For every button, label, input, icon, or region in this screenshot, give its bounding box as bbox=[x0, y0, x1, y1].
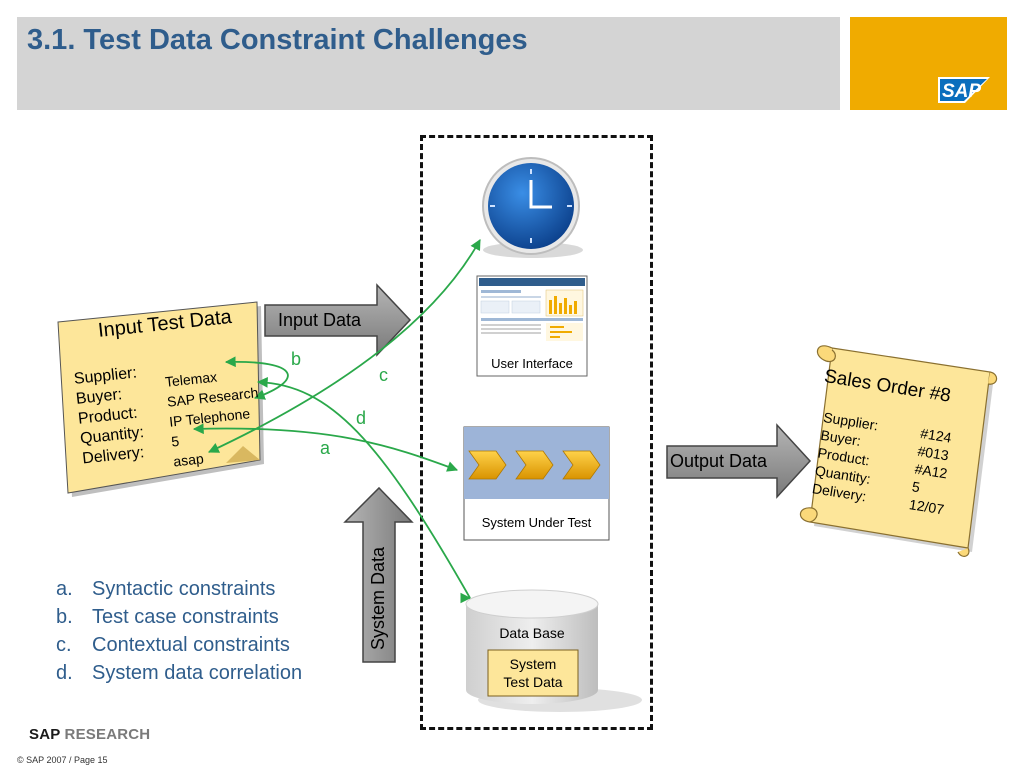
constraint-label-d: d bbox=[356, 408, 367, 428]
system-data-arrow bbox=[343, 486, 414, 663]
sap-logo: SAP bbox=[850, 17, 1007, 110]
constraint-connectors bbox=[192, 239, 481, 604]
legend-text: Contextual constraints bbox=[92, 634, 290, 656]
system-data-label: System Data bbox=[368, 546, 388, 650]
user-interface-label: User Interface bbox=[491, 356, 573, 371]
constraint-label-a: a bbox=[320, 438, 331, 458]
legend-key: a. bbox=[56, 578, 73, 600]
output-data-arrow bbox=[666, 423, 812, 499]
slide-title: 3.1. Test Data Constraint Challenges bbox=[27, 24, 528, 56]
legend-text: Test case constraints bbox=[92, 606, 279, 628]
footer-page-number: © SAP 2007 / Page 15 bbox=[17, 755, 108, 765]
constraint-label-b: b bbox=[291, 349, 302, 369]
input-data-label: Input Data bbox=[278, 310, 362, 330]
connector-a bbox=[192, 423, 459, 472]
footer-brand-sap: SAP bbox=[29, 726, 61, 743]
footer-brand: SAP RESEARCH bbox=[29, 726, 150, 743]
system-test-data-line2: Test Data bbox=[503, 674, 563, 690]
output-data-label: Output Data bbox=[670, 451, 768, 471]
input-values: Telemax SAP Research IP Telephone 5 asap bbox=[164, 362, 266, 471]
data-base-label: Data Base bbox=[499, 625, 565, 641]
legend-item: d. System data correlation bbox=[56, 659, 302, 687]
legend-key: b. bbox=[56, 606, 73, 628]
legend-text: Syntactic constraints bbox=[92, 578, 276, 600]
database-cylinder-icon bbox=[465, 589, 642, 712]
legend-item: c. Contextual constraints bbox=[56, 631, 302, 659]
constraints-legend: a. Syntactic constraints b. Test case co… bbox=[56, 575, 302, 687]
system-under-test-box bbox=[463, 426, 610, 541]
legend-key: d. bbox=[56, 662, 73, 684]
title-bar bbox=[17, 17, 840, 110]
legend-item: a. Syntactic constraints bbox=[56, 575, 302, 603]
legend-item: b. Test case constraints bbox=[56, 603, 302, 631]
sap-logo-text: SAP bbox=[942, 81, 981, 102]
system-under-test-label: System Under Test bbox=[481, 515, 592, 530]
input-fields: Supplier: Buyer: Product: Quantity: Deli… bbox=[73, 363, 147, 469]
footer-brand-research: RESEARCH bbox=[64, 726, 151, 743]
scroll-icon bbox=[799, 345, 998, 557]
system-test-data-line1: System bbox=[509, 656, 557, 672]
clock-icon bbox=[482, 157, 583, 258]
process-chevrons-icon bbox=[468, 450, 601, 480]
legend-text: System data correlation bbox=[92, 662, 303, 684]
system-test-data-label: System Test Data bbox=[488, 655, 578, 691]
user-interface-screenshot bbox=[476, 275, 588, 377]
legend-key: c. bbox=[56, 634, 72, 656]
constraint-label-c: c bbox=[379, 365, 388, 385]
